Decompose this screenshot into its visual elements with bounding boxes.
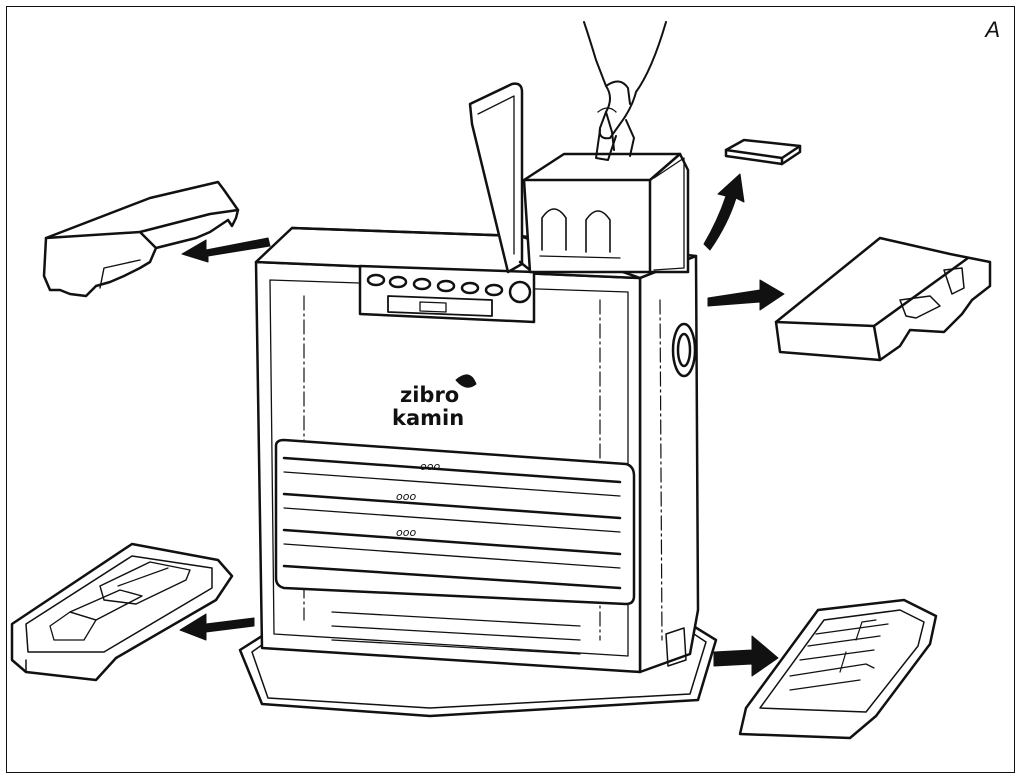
filler-cap [724, 138, 802, 166]
svg-text:ooo: ooo [396, 490, 416, 503]
figure-label: A [985, 17, 1000, 42]
brand-logo: zibro kamin [392, 374, 477, 430]
logo-line-1: zibro [400, 383, 459, 407]
packing-top-right [774, 236, 992, 362]
svg-text:ooo: ooo [420, 460, 440, 473]
packing-top-left [42, 180, 240, 298]
packing-tray-bottom-right [738, 598, 938, 740]
heater-grille: ooo ooo ooo [274, 438, 636, 606]
logo-line-2: kamin [392, 406, 464, 430]
packing-tray-bottom-left [10, 542, 234, 682]
svg-text:ooo: ooo [396, 526, 416, 539]
tank-lid [468, 82, 532, 274]
arrow-icon [179, 173, 785, 677]
hand-icon [583, 21, 667, 161]
control-panel [358, 264, 536, 324]
lower-louvres [331, 611, 581, 655]
fuel-tank [522, 152, 690, 274]
